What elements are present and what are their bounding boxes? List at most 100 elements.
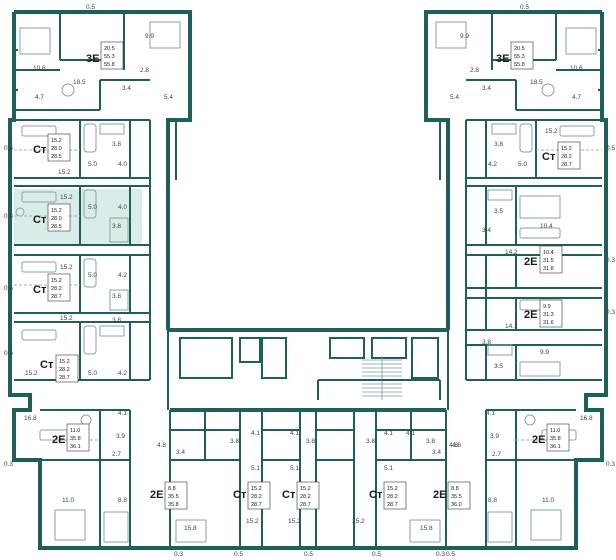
- room-label: 3.5: [494, 208, 503, 215]
- room-label: 3.8: [230, 438, 239, 445]
- room-label: 15.2: [25, 370, 38, 377]
- svg-text:28.7: 28.7: [59, 375, 70, 381]
- apartment-tag: 3E 20.5 55.3 55.8: [496, 41, 534, 70]
- room-label: 15.2: [60, 264, 73, 271]
- svg-text:28.2: 28.2: [251, 494, 262, 500]
- svg-text:20.5: 20.5: [104, 46, 115, 52]
- room-label: 3.8: [112, 317, 121, 324]
- apartment-tag: 3E 20.5 55.3 55.8: [86, 41, 124, 70]
- svg-text:28.2: 28.2: [387, 494, 398, 500]
- svg-text:35.8: 35.8: [168, 502, 179, 508]
- room-label: 3.8: [112, 223, 121, 230]
- room-label: 15.2: [545, 128, 558, 135]
- apartment-type: Ст: [369, 489, 383, 501]
- svg-text:15.2: 15.2: [387, 486, 398, 492]
- apartment-type: Ст: [33, 284, 47, 296]
- apartment-type: Ст: [233, 489, 247, 501]
- room-label: 5.0: [518, 161, 527, 168]
- room-label: 15.2: [58, 169, 71, 176]
- svg-text:28.7: 28.7: [387, 502, 398, 508]
- room-label: 4.0: [118, 161, 127, 168]
- room-label: 0.3: [4, 461, 13, 468]
- room-label: 3.8: [112, 293, 121, 300]
- apartment-type: Ст: [33, 144, 47, 156]
- apartment-type: 2E: [524, 309, 537, 321]
- svg-text:11.0: 11.0: [550, 428, 560, 434]
- svg-text:35.8: 35.8: [550, 436, 561, 442]
- room-label: 11.0: [62, 497, 75, 504]
- apartment-tag: Ст 15.2 28.0 28.5: [33, 203, 71, 232]
- room-label: 0.3: [606, 309, 615, 316]
- room-label: 0.3: [436, 551, 445, 558]
- apartment-type: Ст: [282, 489, 296, 501]
- room-label: 9.9: [460, 33, 469, 40]
- svg-text:28.2: 28.2: [59, 367, 70, 373]
- room-label: 0.5: [4, 285, 13, 292]
- svg-text:15.2: 15.2: [251, 486, 262, 492]
- room-label: 5.4: [450, 94, 459, 101]
- svg-text:55.3: 55.3: [514, 54, 525, 60]
- room-label: 3.4: [176, 449, 185, 456]
- apartment-tag: 2E 8.8 35.5 36.0: [433, 481, 471, 510]
- room-label: 4.7: [572, 94, 581, 101]
- room-label: 0.3: [606, 461, 615, 468]
- room-label: 4.2: [488, 161, 497, 168]
- room-label: 4.1: [118, 410, 127, 417]
- room-label: 0.5: [234, 551, 243, 558]
- svg-text:8.8: 8.8: [451, 486, 459, 492]
- room-label: 4.1: [486, 410, 495, 417]
- room-label: 3.9: [490, 433, 499, 440]
- apartment-type: 2E: [524, 256, 537, 268]
- room-label: 8.8: [488, 497, 497, 504]
- room-label: 5.0: [88, 370, 97, 377]
- room-label: 5.1: [251, 465, 260, 472]
- svg-text:35.5: 35.5: [168, 494, 179, 500]
- svg-text:15.2: 15.2: [59, 359, 70, 365]
- room-label: 4.8: [449, 442, 458, 449]
- apartment-tag: 2E 9.9 31.3 31.6: [524, 299, 563, 328]
- room-label: 15.8: [420, 525, 433, 532]
- svg-text:28.2: 28.2: [300, 494, 311, 500]
- apartment-tag: Ст 15.2 28.0 28.5: [33, 133, 71, 162]
- apartment-type: 2E: [433, 489, 446, 501]
- room-label: 9.9: [540, 349, 549, 356]
- room-label: 4.7: [35, 94, 44, 101]
- room-label: 3.8: [366, 438, 375, 445]
- room-label: 3.9: [116, 433, 125, 440]
- room-label: 5.0: [88, 161, 97, 168]
- svg-text:15.2: 15.2: [561, 146, 572, 152]
- apartment-type: 2E: [52, 434, 65, 446]
- room-label: 4.2: [118, 370, 127, 377]
- room-label: 4.1: [406, 430, 415, 437]
- room-label: 3.8: [306, 438, 315, 445]
- room-label: 11.0: [542, 497, 555, 504]
- core: [179, 337, 441, 400]
- room-label: 0.3: [4, 213, 13, 220]
- svg-text:36.1: 36.1: [70, 444, 81, 450]
- room-label: 15.2: [246, 518, 259, 525]
- apartment-tag: Ст 15.2 28.2 28.7: [282, 481, 320, 510]
- svg-text:28.2: 28.2: [561, 154, 572, 160]
- svg-text:28.5: 28.5: [51, 154, 62, 160]
- apartment-tag: Ст 15.2 28.2 28.7: [33, 273, 71, 302]
- svg-text:31.5: 31.5: [543, 258, 554, 264]
- apartment-tag: 2E 11.0 35.8 36.1: [52, 423, 90, 452]
- room-label: 3.4: [482, 85, 491, 92]
- apartment-tag: 2E 11.0 35.8 36.1: [532, 423, 570, 452]
- svg-text:31.6: 31.6: [543, 320, 554, 326]
- apartment-type: Ст: [40, 359, 54, 371]
- room-label: 4.0: [118, 204, 127, 211]
- room-label: 14.1: [505, 323, 518, 330]
- svg-text:8.8: 8.8: [168, 486, 176, 492]
- svg-text:28.0: 28.0: [51, 146, 62, 152]
- apartment-type: 2E: [532, 434, 545, 446]
- room-label: 0.5: [606, 145, 615, 152]
- room-label: 10.6: [33, 65, 46, 72]
- room-label: 3.4: [482, 227, 491, 234]
- svg-text:28.7: 28.7: [51, 294, 62, 300]
- right-wing-walls: [465, 12, 602, 548]
- apartment-tag: Ст 15.2 28.2 28.7: [233, 481, 271, 510]
- svg-text:28.5: 28.5: [51, 224, 62, 230]
- room-label: 4.8: [452, 442, 461, 449]
- room-label: 0.5: [372, 551, 381, 558]
